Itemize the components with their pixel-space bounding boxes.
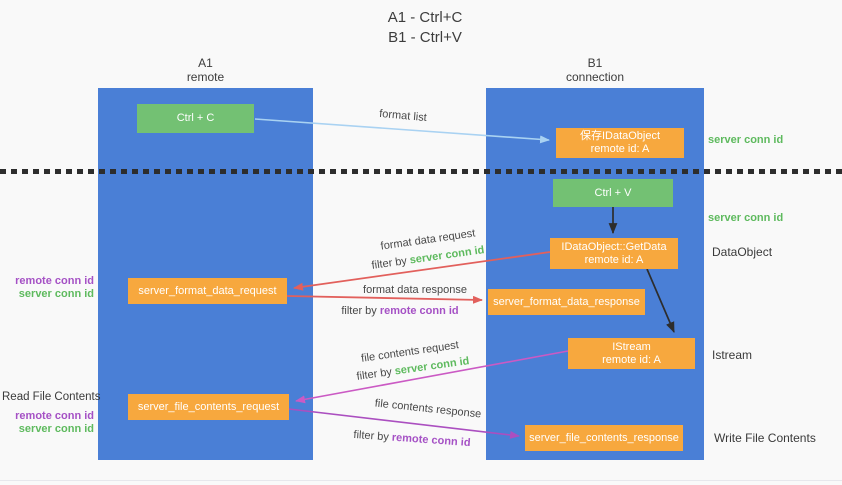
remote-conn-id-label: remote conn id [15, 275, 94, 287]
arrow-getdata-to-istream [646, 268, 675, 334]
title-line-2: B1 - Ctrl+V [388, 29, 462, 46]
title-line-1: A1 - Ctrl+C [387, 9, 463, 26]
getdata-title: IDataObject::GetData [561, 240, 667, 253]
lane-b1-name: B1 [587, 56, 603, 70]
save-dataobject-subtitle: remote id: A [590, 143, 650, 155]
left-conn-id-labels-top: remote conn id server conn id [6, 275, 94, 301]
left-conn-id-labels-bottom: remote conn id server conn id [6, 410, 94, 436]
write-file-contents-label: Write File Contents [714, 431, 816, 445]
filter-by-text: filter by [341, 305, 377, 317]
dataobject-label: DataObject [712, 245, 773, 259]
arrow-format-data-response [286, 295, 483, 304]
format-request-label: server_format_data_request [138, 284, 277, 297]
server-conn-id-label: server conn id [18, 288, 94, 300]
remote-conn-id-label: remote conn id [15, 410, 94, 422]
server-format-data-response-node: server_format_data_response [488, 289, 645, 315]
getdata-subtitle: remote id: A [584, 253, 644, 266]
lane-a1-role: remote [186, 70, 225, 84]
file-request-label: server_file_contents_request [137, 400, 280, 413]
file-response-label: server_file_contents_response [529, 431, 679, 444]
format-response-label: server_format_data_response [493, 295, 640, 308]
ctrl-c-node: Ctrl + C [137, 104, 254, 133]
server-file-contents-response-node: server_file_contents_response [525, 425, 683, 451]
copy-paste-divider-line [0, 169, 842, 174]
format-data-response-label: format data response [363, 284, 467, 296]
arrow-format-list [254, 118, 550, 144]
server-conn-id-label-top: server conn id [708, 134, 784, 146]
read-file-contents-label: Read File Contents [2, 391, 101, 403]
istream-side-label: Istream [712, 348, 753, 362]
lane-a1-name: A1 [198, 56, 213, 70]
ctrl-v-node: Ctrl + V [553, 179, 673, 207]
arrow-format-data-request [293, 251, 551, 291]
server-format-data-request-node: server_format_data_request [128, 278, 287, 304]
ctrl-v-label: Ctrl + V [594, 186, 632, 199]
save-dataobject-node: 保存IDataObject remote id: A [556, 128, 684, 158]
lane-header-a1: A1 remote [98, 56, 313, 84]
diagram-title: A1 - Ctrl+C B1 - Ctrl+V [0, 8, 842, 48]
ctrl-c-label: Ctrl + C [176, 112, 215, 124]
arrow-file-contents-request [295, 350, 569, 404]
server-conn-id-label: server conn id [18, 423, 94, 435]
istream-title: IStream [612, 340, 651, 353]
lane-header-b1: B1 connection [486, 56, 704, 84]
istream-subtitle: remote id: A [602, 353, 661, 366]
lane-b1-role: connection [565, 70, 625, 84]
filter-by-text: filter by [353, 428, 390, 444]
remote-conn-id-text: remote conn id [379, 305, 459, 317]
server-conn-id-label-mid: server conn id [708, 212, 784, 224]
save-dataobject-title: 保存IDataObject [579, 130, 661, 142]
arrow-file-contents-response [288, 408, 520, 439]
istream-node: IStream remote id: A [568, 338, 695, 369]
idataobject-getdata-node: IDataObject::GetData remote id: A [550, 238, 678, 269]
window-bottom-border [0, 480, 842, 481]
server-file-contents-request-node: server_file_contents_request [128, 394, 289, 420]
